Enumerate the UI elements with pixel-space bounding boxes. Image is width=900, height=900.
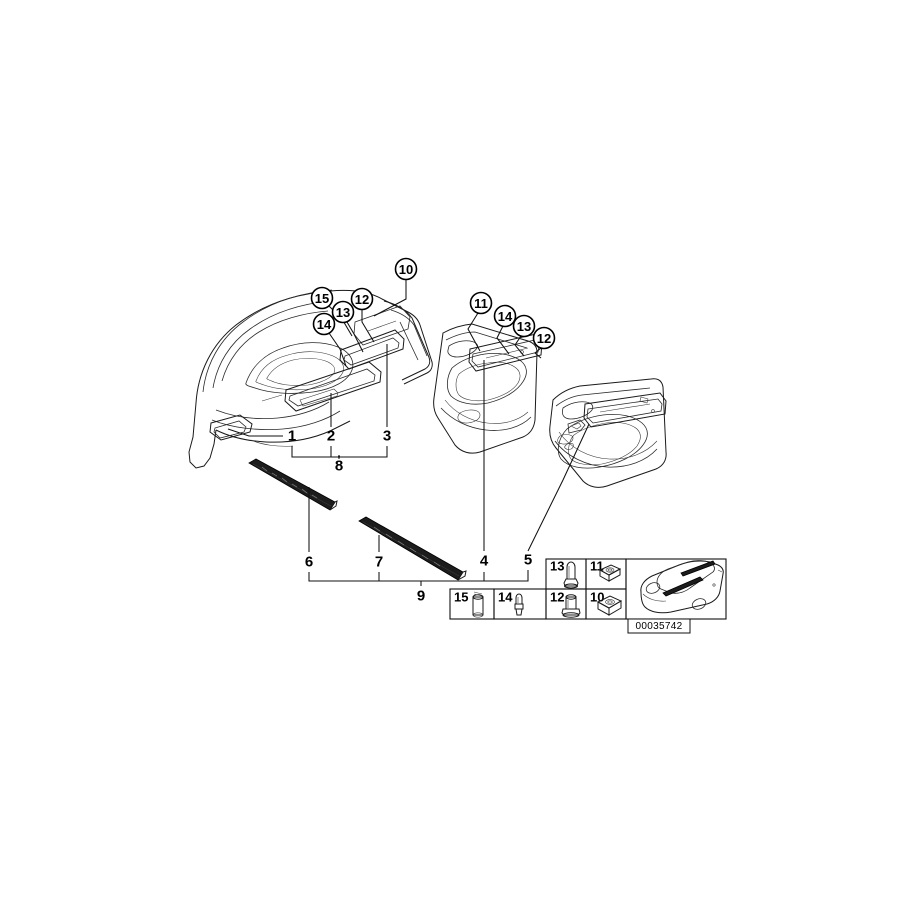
callout-circle [350,287,374,311]
square-nut-clip-icon [598,564,622,582]
callout-circle [469,291,493,315]
item-number-6: 6 [305,554,313,571]
callout-bubble[interactable]: 13 [512,314,536,338]
callout-label: 12 [355,292,369,307]
callout-bubble[interactable]: 15 [310,286,334,310]
item-number-4: 4 [480,553,489,570]
callout-circle [331,300,355,324]
push-rivet-icon [561,594,581,618]
item-number-5: 5 [524,552,532,569]
callout-bubble[interactable]: 13 [331,300,355,324]
item-number-2: 2 [327,428,335,445]
square-clip-icon [596,595,623,616]
legend-label-15: 15 [454,590,468,605]
door-sill-trim-upper [248,458,338,511]
front-door-panel [433,323,543,454]
item-number-1: 1 [288,428,296,445]
callout-bubble[interactable]: 10 [394,257,418,281]
door-sill-trim-lower [358,516,467,581]
legend-label-12: 12 [550,590,564,605]
sedan-silhouette-icon [640,560,724,614]
callout-label: 13 [517,319,531,334]
callout-bubble[interactable]: 12 [532,326,556,350]
callout-bubble[interactable]: 14 [493,304,517,328]
legend-label-10: 10 [590,590,604,605]
callout-circle [532,326,556,350]
rear-door-panel [549,378,667,488]
pin-rivet-icon [514,593,524,616]
expansion-rivet-icon [563,561,579,589]
callout-circle [312,312,336,336]
callout-bubble[interactable]: 11 [469,291,493,315]
callout-circle [394,257,418,281]
legend-label-13: 13 [550,559,564,574]
callout-label: 14 [317,317,332,332]
item-number-9: 9 [417,588,425,605]
sleeve-bushing-icon [472,591,484,618]
callout-label: 14 [498,309,513,324]
leader-lines [227,279,590,586]
callout-label: 11 [474,296,488,311]
callout-circle [310,286,334,310]
callout-bubble[interactable]: 14 [312,312,336,336]
callout-label: 13 [336,305,350,320]
item-number-8: 8 [335,458,343,475]
diagram-id-box [627,618,691,634]
diagram-id-label: 00035742 [636,621,683,632]
callout-circle [512,314,536,338]
callout-circle [493,304,517,328]
callout-bubble[interactable]: 12 [350,287,374,311]
callout-label: 10 [399,262,413,277]
item-number-7: 7 [375,554,383,571]
callout-label: 12 [537,331,551,346]
callout-label: 15 [315,291,329,306]
item-number-3: 3 [383,428,391,445]
legend-label-14: 14 [498,590,513,605]
